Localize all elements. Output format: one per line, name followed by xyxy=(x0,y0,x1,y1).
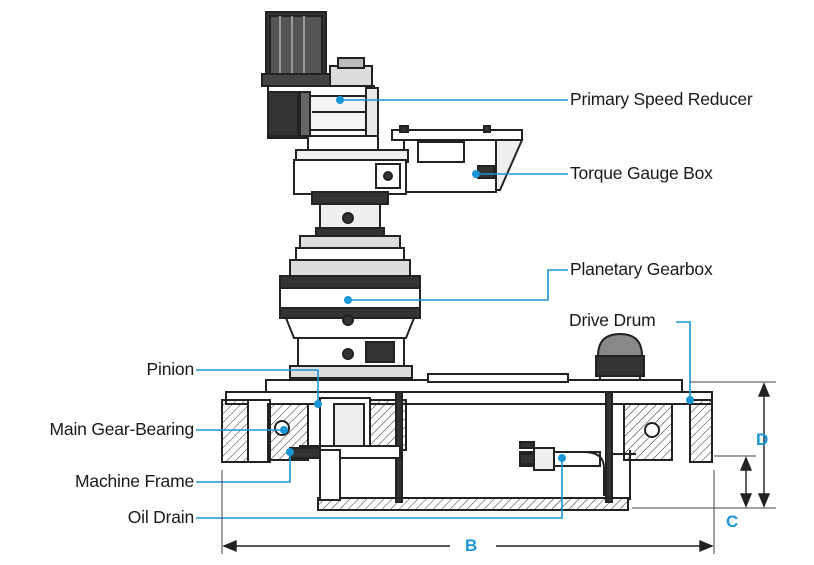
oil-drain-label: Oil Drain xyxy=(127,507,194,527)
planetary-gearbox xyxy=(279,235,421,379)
main-gear-bearing-label: Main Gear-Bearing xyxy=(49,419,195,439)
primary-speed-reducer xyxy=(267,57,379,153)
motor xyxy=(261,11,331,87)
pinion-label: Pinion xyxy=(146,359,195,379)
coupling-housing xyxy=(293,149,409,237)
torque-gauge-box xyxy=(391,125,524,193)
primary-speed-reducer-label: Primary Speed Reducer xyxy=(570,89,753,109)
planetary-gearbox-label: Planetary Gearbox xyxy=(570,259,713,279)
oil-drain-pipe xyxy=(519,441,605,496)
drive-drum-label: Drive Drum xyxy=(569,310,656,330)
torque-gauge-box-label: Torque Gauge Box xyxy=(570,163,713,183)
dimension-b-label: B xyxy=(465,536,478,555)
dimension-c-label: C xyxy=(726,512,739,531)
leader-lines xyxy=(196,99,691,519)
leader-dots xyxy=(280,96,694,462)
machine-frame xyxy=(221,373,713,511)
dimension-d-label: D xyxy=(756,430,769,449)
dimension-lines xyxy=(221,381,776,554)
machine-frame-label: Machine Frame xyxy=(75,471,194,491)
